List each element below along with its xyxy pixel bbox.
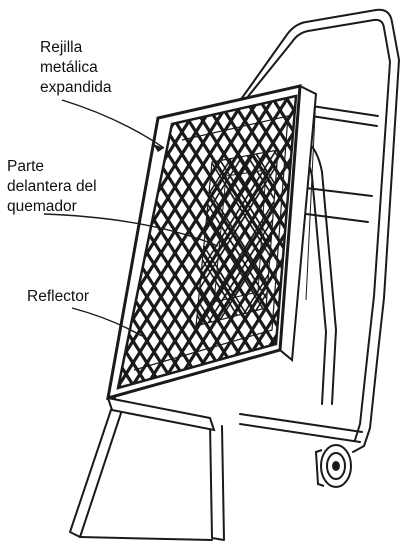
leader-arrowhead (153, 144, 164, 152)
leader-grille (61, 99, 165, 149)
leader-reflector (71, 307, 143, 337)
reflector (133, 115, 289, 371)
heater-panel (106, 84, 318, 432)
housing-bottom (106, 396, 216, 432)
label-reflector: Reflector (27, 288, 90, 305)
leader-lines (43, 99, 219, 337)
wheel (314, 444, 352, 488)
leader-burner (43, 213, 219, 247)
label-expanded-metal-grille: Rejilla metálica expandida (40, 39, 112, 96)
label-burner-front: Parte delantera del quemador (7, 158, 97, 215)
